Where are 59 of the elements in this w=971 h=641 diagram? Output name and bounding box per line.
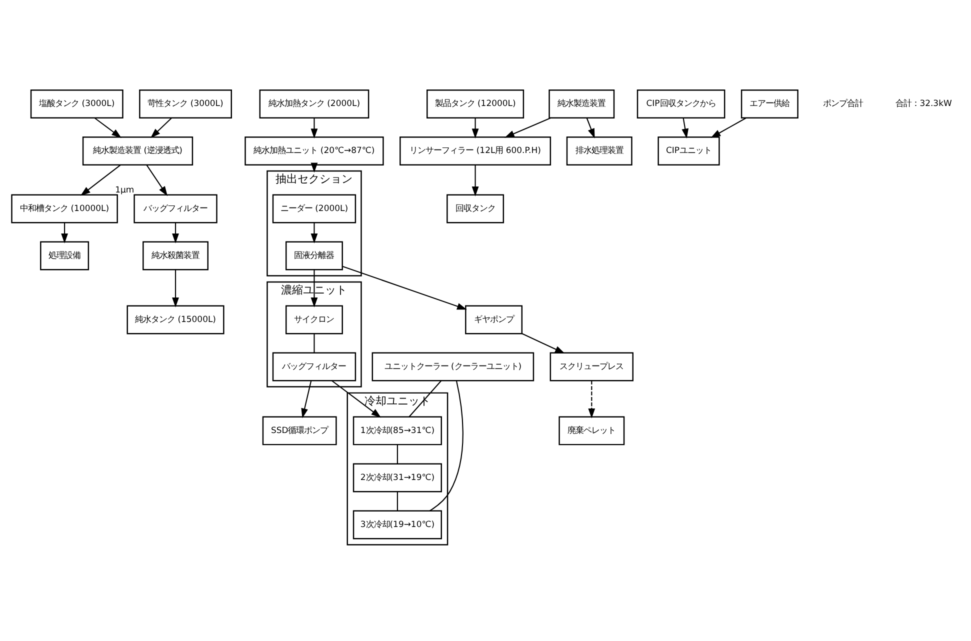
arrow [310, 162, 318, 173]
node-box: 苛性タンク (3000L) [139, 89, 232, 118]
arrow [342, 266, 467, 310]
node-box: 固液分離器 [285, 241, 343, 270]
arrow [522, 333, 565, 354]
node-box: 2次冷却(31→19℃) [352, 463, 442, 492]
node-box: スクリュープレス [550, 352, 634, 382]
node-box: ニーダー (2000L) [272, 194, 356, 224]
arrow [301, 380, 312, 418]
arrow [310, 222, 318, 244]
node-box: 廃棄ペレット [558, 416, 625, 446]
node-box: 処理設備 [40, 241, 90, 270]
arrow [94, 117, 122, 138]
arrow [332, 380, 382, 418]
arrow [146, 164, 168, 196]
arrow [310, 270, 318, 308]
arrow [710, 117, 747, 138]
node-box: エアー供給 [740, 89, 798, 118]
node-box: バッグフィルター [134, 194, 218, 224]
node-box: バッグフィルター [272, 352, 356, 382]
node-box: 排水処理装置 [566, 136, 632, 166]
arrow [682, 118, 689, 139]
label: 合計：32.3kW [896, 98, 952, 108]
node-box: 中和槽タンク (10000L) [11, 194, 118, 224]
arrow [472, 165, 479, 196]
arrow [310, 118, 318, 139]
label: ポンプ合計 [822, 98, 863, 108]
node-box: リンサーフィラー (12L用 600.P.H) [400, 136, 552, 166]
node-box: CIP回収タンクから [636, 89, 726, 118]
node-box: 純水製造装置 (逆浸透式) [82, 136, 194, 166]
arrow [172, 270, 179, 308]
node-box: 純水製造装置 [548, 89, 615, 118]
arrow [504, 117, 552, 138]
node-box: 純水タンク (15000L) [126, 305, 224, 334]
node-box: サイクロン [285, 305, 343, 334]
arrow [586, 118, 595, 138]
node-box: 3次冷却(19→10℃) [352, 510, 442, 540]
node-label: 1μm [115, 184, 134, 194]
node-box: SSD循環ポンプ [262, 416, 337, 446]
connector [314, 334, 315, 353]
connector [396, 444, 398, 464]
node-box: 純水加熱タンク (2000L) [259, 89, 370, 118]
node-box: ユニットクーラー (クーラーユニット) [372, 352, 534, 382]
connector [396, 492, 398, 511]
arrow [80, 164, 121, 196]
connector [408, 380, 442, 418]
arrow [472, 118, 479, 139]
arrow [61, 222, 68, 244]
node-box: 1次冷却(85→31℃) [352, 416, 442, 446]
node-box: 塩酸タンク (3000L) [30, 89, 124, 118]
node-box: 製品タンク (12000L) [426, 89, 524, 118]
node-box: 回収タンク [446, 194, 504, 224]
node-box: 純水殺菌装置 [142, 241, 208, 270]
arrow [150, 117, 172, 138]
arrow [588, 380, 596, 418]
node-box: CIPユニット [658, 136, 720, 166]
node-box: ギヤポンプ [465, 305, 523, 334]
arrow [172, 222, 179, 244]
connector [429, 380, 464, 512]
